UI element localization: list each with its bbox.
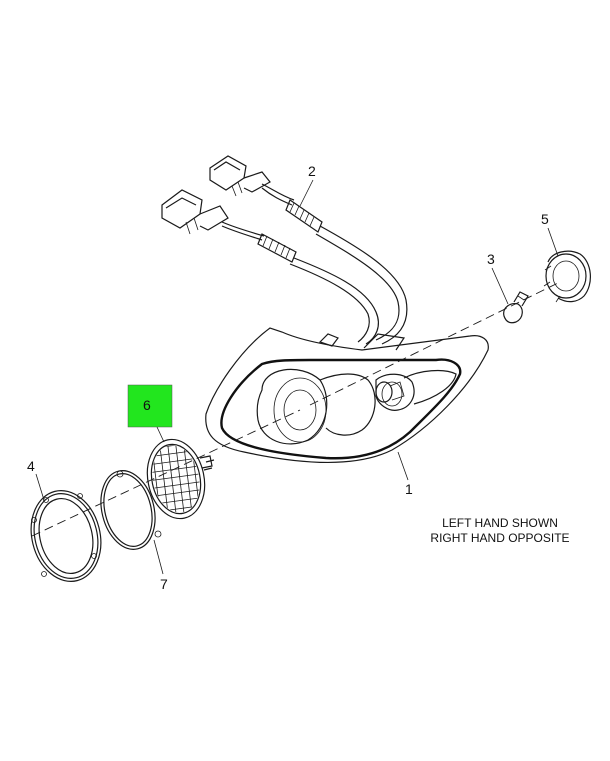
harness-sleeve-lower — [257, 233, 297, 263]
lamp-lens-grid — [146, 440, 206, 518]
housing-bulb — [375, 381, 405, 403]
retaining-ring[interactable] — [93, 465, 163, 555]
harness-connector-lower — [161, 189, 229, 235]
note-line-2: RIGHT HAND OPPOSITE — [430, 531, 569, 545]
harness-sleeve-upper — [285, 199, 323, 233]
callout-6[interactable]: 6 — [143, 397, 151, 413]
harness-connector-upper — [209, 155, 271, 197]
callout-1[interactable]: 1 — [405, 481, 413, 497]
callout-2[interactable]: 2 — [308, 163, 316, 179]
mounting-ring[interactable] — [22, 483, 110, 589]
bulb-item-3[interactable] — [503, 291, 529, 324]
socket-item-5[interactable] — [543, 250, 591, 303]
callout-3[interactable]: 3 — [487, 251, 495, 267]
callout-5[interactable]: 5 — [541, 211, 549, 227]
note-line-1: LEFT HAND SHOWN — [442, 516, 558, 530]
headlamp-housing[interactable] — [205, 327, 489, 463]
sealed-beam-lamp[interactable] — [140, 430, 215, 530]
assembly-centerline — [31, 281, 561, 537]
callout-6-highlight[interactable] — [127, 384, 173, 428]
callout-7[interactable]: 7 — [160, 576, 168, 592]
callout-4[interactable]: 4 — [27, 458, 35, 474]
wiring-harness[interactable] — [161, 155, 408, 345]
leader-lines — [35, 179, 559, 575]
